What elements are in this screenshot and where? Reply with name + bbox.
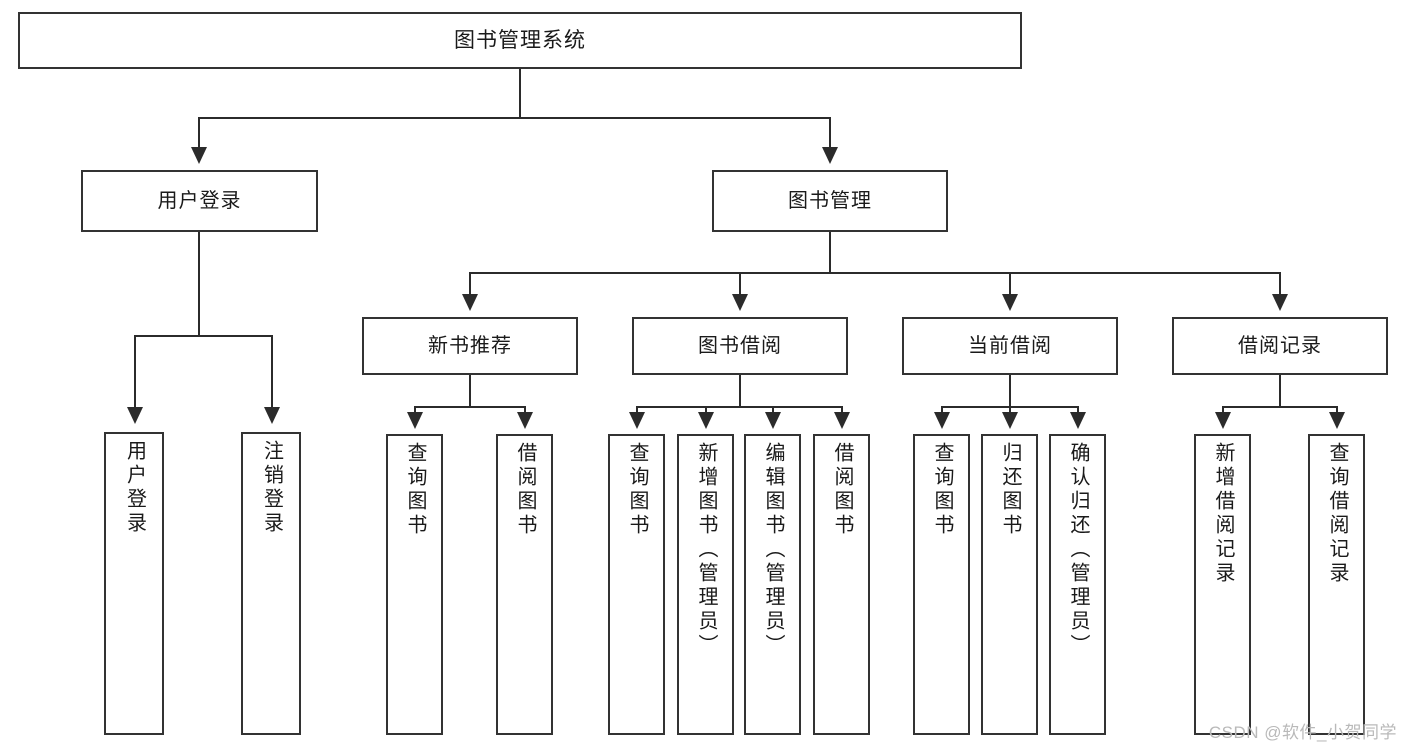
- node-label: 查询图书: [626, 442, 648, 538]
- node-label: 查询图书: [404, 442, 426, 538]
- connector-user-login-bar: [134, 335, 272, 337]
- arrow-new-book-leaf-2: [517, 412, 533, 429]
- connector-user-login-leaf-2: [271, 335, 273, 407]
- node-new-book-recommend[interactable]: 新书推荐: [362, 317, 578, 375]
- arrow-borrow-leaf-4: [834, 412, 850, 429]
- arrow-to-current-borrow: [1002, 294, 1018, 311]
- connector-current-leaf-3: [1077, 406, 1079, 415]
- connector-user-login-leaf-1: [134, 335, 136, 407]
- leaf-query-borrow-record[interactable]: 查询借阅记录: [1308, 434, 1365, 735]
- connector-record-leaf-2: [1336, 406, 1338, 415]
- leaf-borrow-book-new[interactable]: 借阅图书: [496, 434, 553, 735]
- node-label: 用户登录: [123, 440, 146, 536]
- connector-to-current-borrow: [1009, 272, 1011, 297]
- connector-book-mgmt-stem: [829, 232, 831, 274]
- node-label: 借阅图书: [514, 442, 536, 538]
- arrow-current-leaf-2: [1002, 412, 1018, 429]
- connector-borrow-book-bar: [636, 406, 842, 408]
- connector-borrow-record-stem: [1279, 375, 1281, 407]
- connector-current-leaf-2: [1009, 406, 1011, 415]
- arrow-to-borrow-record: [1272, 294, 1288, 311]
- arrow-user-login-leaf-2: [264, 407, 280, 424]
- node-root-system[interactable]: 图书管理系统: [18, 12, 1022, 69]
- connector-borrow-record-bar: [1222, 406, 1337, 408]
- node-label: 查询借阅记录: [1326, 442, 1348, 586]
- connector-borrow-leaf-2: [705, 406, 707, 415]
- node-label: 借阅图书: [831, 442, 853, 538]
- leaf-add-book-admin[interactable]: 新增图书（管理员）: [677, 434, 734, 735]
- connector-to-new-book: [469, 272, 471, 297]
- node-user-login[interactable]: 用户登录: [81, 170, 318, 232]
- connector-user-login-stem: [198, 232, 200, 336]
- connector-to-borrow-record: [1279, 272, 1281, 297]
- leaf-query-book-new[interactable]: 查询图书: [386, 434, 443, 735]
- arrow-new-book-leaf-1: [407, 412, 423, 429]
- leaf-edit-book-admin[interactable]: 编辑图书（管理员）: [744, 434, 801, 735]
- node-label: 注销登录: [260, 440, 283, 536]
- node-label: 图书管理系统: [454, 28, 586, 52]
- connector-new-book-leaf-2: [524, 406, 526, 415]
- connector-root-trunk: [519, 69, 521, 118]
- node-label: 图书借阅: [698, 335, 782, 357]
- leaf-query-book-current[interactable]: 查询图书: [913, 434, 970, 735]
- leaf-confirm-return-admin[interactable]: 确认归还（管理员）: [1049, 434, 1106, 735]
- arrow-to-new-book: [462, 294, 478, 311]
- node-book-management[interactable]: 图书管理: [712, 170, 948, 232]
- node-label: 新增图书（管理员）: [695, 442, 717, 658]
- connector-to-borrow-book: [739, 272, 741, 297]
- connector-to-book-mgmt: [829, 117, 831, 147]
- leaf-borrow-book-action[interactable]: 借阅图书: [813, 434, 870, 735]
- watermark-text: CSDN @软件_小贺同学: [1208, 723, 1397, 742]
- connector-to-user-login: [198, 117, 200, 147]
- connector-borrow-leaf-3: [772, 406, 774, 415]
- leaf-query-book-borrow[interactable]: 查询图书: [608, 434, 665, 735]
- node-label: 当前借阅: [968, 335, 1052, 357]
- connector-current-borrow-stem: [1009, 375, 1011, 407]
- node-label: 用户登录: [157, 190, 242, 212]
- connector-new-book-stem: [469, 375, 471, 407]
- arrow-to-book-mgmt: [822, 147, 838, 164]
- node-label: 查询图书: [931, 442, 953, 538]
- node-label: 编辑图书（管理员）: [762, 442, 784, 658]
- node-label: 借阅记录: [1238, 335, 1322, 357]
- node-label: 新书推荐: [428, 335, 512, 357]
- node-label: 新增借阅记录: [1212, 442, 1234, 586]
- node-label: 归还图书: [999, 442, 1021, 538]
- arrow-record-leaf-2: [1329, 412, 1345, 429]
- connector-borrow-leaf-1: [636, 406, 638, 415]
- arrow-user-login-leaf-1: [127, 407, 143, 424]
- connector-record-leaf-1: [1222, 406, 1224, 415]
- connector-level1-bar: [198, 117, 831, 119]
- leaf-logout-login[interactable]: 注销登录: [241, 432, 301, 735]
- connector-new-book-leaf-1: [414, 406, 416, 415]
- leaf-add-borrow-record[interactable]: 新增借阅记录: [1194, 434, 1251, 735]
- arrow-to-user-login: [191, 147, 207, 164]
- connector-borrow-leaf-4: [841, 406, 843, 415]
- connector-current-leaf-1: [941, 406, 943, 415]
- connector-new-book-bar: [414, 406, 525, 408]
- arrow-record-leaf-1: [1215, 412, 1231, 429]
- arrow-current-leaf-1: [934, 412, 950, 429]
- arrow-borrow-leaf-2: [698, 412, 714, 429]
- arrow-borrow-leaf-3: [765, 412, 781, 429]
- node-book-borrow[interactable]: 图书借阅: [632, 317, 848, 375]
- node-label: 图书管理: [788, 190, 872, 212]
- arrow-to-borrow-book: [732, 294, 748, 311]
- arrow-borrow-leaf-1: [629, 412, 645, 429]
- node-current-borrow[interactable]: 当前借阅: [902, 317, 1118, 375]
- connector-level2-bar: [469, 272, 1280, 274]
- node-label: 确认归还（管理员）: [1067, 442, 1089, 658]
- node-borrow-record[interactable]: 借阅记录: [1172, 317, 1388, 375]
- leaf-return-book[interactable]: 归还图书: [981, 434, 1038, 735]
- connector-borrow-book-stem: [739, 375, 741, 407]
- leaf-user-login[interactable]: 用户登录: [104, 432, 164, 735]
- arrow-current-leaf-3: [1070, 412, 1086, 429]
